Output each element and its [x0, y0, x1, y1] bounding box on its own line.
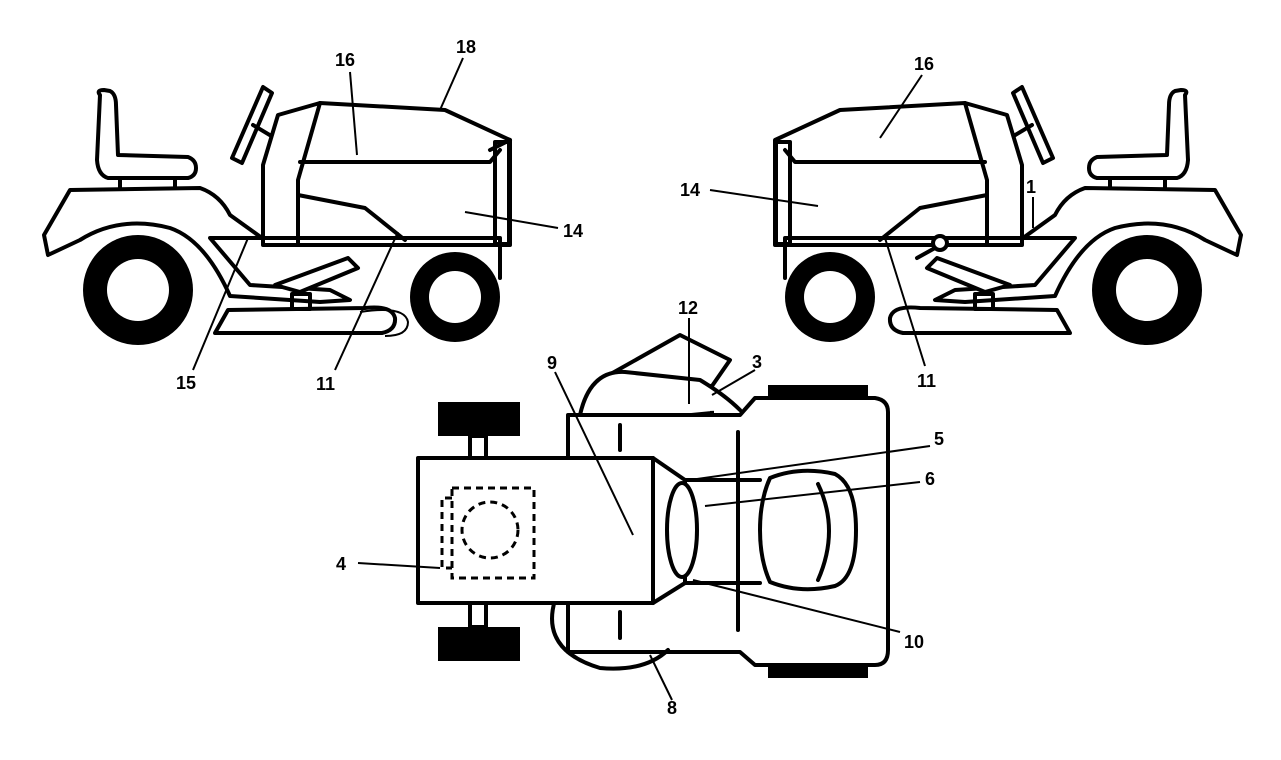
- rear-wheel-top-left: [438, 402, 520, 436]
- tractor-left-side-view: [42, 85, 512, 345]
- callout-numbers: 16 18 14 15 11 16 14 1 11 12 3 9 5 6 4 1…: [176, 37, 1036, 718]
- tractor-top-view: [416, 333, 890, 678]
- callout-16-right: 16: [914, 54, 934, 74]
- rear-wheel-top-right: [438, 627, 520, 661]
- hood-top-view: [758, 468, 858, 592]
- callout-16-left: 16: [335, 50, 355, 70]
- leader-lines: [192, 57, 1034, 701]
- fender-left-view: [42, 186, 352, 304]
- callout-11-left: 11: [316, 374, 335, 394]
- tractor-right-side-view: [773, 85, 1243, 345]
- callout-14-left: 14: [563, 221, 583, 241]
- callout-11-right: 11: [917, 371, 936, 391]
- deck-bump-top-view: [550, 598, 670, 671]
- callout-12-top: 12: [678, 298, 698, 318]
- seat-left-view: [95, 88, 198, 180]
- callout-10-top: 10: [904, 632, 924, 652]
- pedal-left-view: [273, 256, 360, 294]
- callout-3-top: 3: [752, 352, 762, 372]
- mower-deck-left-view: [213, 305, 398, 335]
- hood-left-view: [261, 101, 512, 247]
- side-panel-line-left-view: [296, 193, 407, 242]
- callout-1-right: 1: [1026, 177, 1036, 197]
- callout-9-top: 9: [547, 353, 557, 373]
- callout-14-right: 14: [680, 180, 700, 200]
- callout-6-top: 6: [925, 469, 935, 489]
- steering-wheel-left-view: [230, 85, 274, 165]
- callout-15-left: 15: [176, 373, 196, 393]
- callout-18-left: 18: [456, 37, 476, 57]
- callout-5-top: 5: [934, 429, 944, 449]
- engine-outline-top-view: [450, 486, 536, 580]
- deck-curve-top-view: [578, 369, 742, 417]
- frame-left-view: [248, 236, 502, 280]
- steering-top-view: [665, 481, 699, 579]
- hood-rear-edge-left-view: [296, 101, 322, 247]
- callout-4-top: 4: [336, 554, 346, 574]
- callout-8-top: 8: [667, 698, 677, 718]
